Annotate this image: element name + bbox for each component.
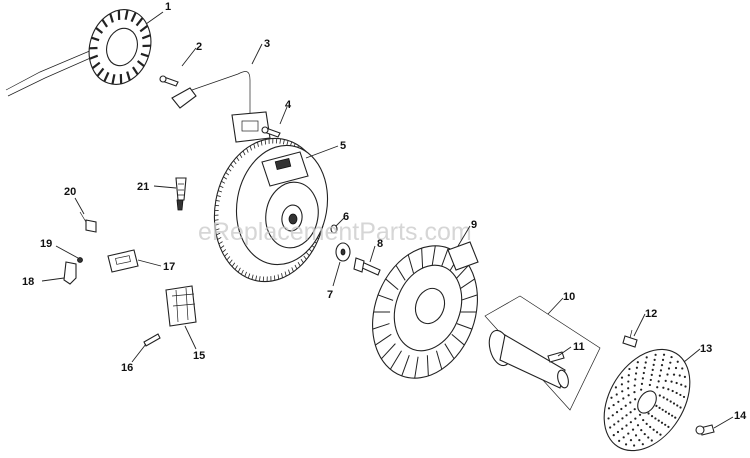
screw-part-16[interactable] (143, 333, 161, 347)
callout-18: 18 (22, 276, 34, 288)
terminal-clip-part[interactable] (63, 261, 77, 285)
callout-labels: 1 2 3 4 5 6 7 8 9 10 11 12 13 14 15 16 1… (22, 1, 747, 422)
debris-screen-part[interactable] (586, 334, 707, 458)
callout-9: 9 (471, 219, 477, 231)
callout-13: 13 (700, 343, 712, 355)
callout-11: 11 (573, 341, 585, 353)
callout-21: 21 (137, 181, 149, 193)
callout-2: 2 (196, 41, 202, 53)
stator-part[interactable] (5, 2, 160, 97)
callout-15: 15 (193, 350, 205, 362)
callout-5: 5 (340, 140, 346, 152)
washer-part-7[interactable] (335, 242, 351, 262)
callout-20: 20 (64, 186, 76, 198)
callout-16: 16 (121, 362, 133, 374)
leader-lines (41, 11, 734, 429)
callout-14: 14 (734, 410, 747, 422)
bolt-part-8[interactable] (353, 257, 381, 276)
screw-part-4[interactable] (261, 126, 281, 138)
pad-part[interactable] (107, 249, 139, 273)
callout-10: 10 (563, 291, 575, 303)
screw-part-14[interactable] (695, 424, 715, 436)
nut-part-19[interactable] (77, 257, 83, 263)
spark-plug-part[interactable] (175, 177, 187, 211)
bolt-part-12[interactable] (622, 329, 638, 348)
callout-7: 7 (327, 289, 333, 301)
connector-part[interactable] (79, 211, 97, 233)
callout-1: 1 (165, 1, 171, 13)
callout-19: 19 (40, 238, 52, 250)
callout-3: 3 (264, 38, 270, 50)
cooling-fan-part[interactable] (355, 231, 495, 393)
callout-4: 4 (285, 99, 292, 111)
callout-17: 17 (163, 261, 175, 273)
rectifier-part[interactable] (165, 285, 197, 327)
callout-12: 12 (645, 308, 657, 320)
flywheel-part[interactable] (203, 130, 336, 291)
ignition-module-part[interactable] (171, 71, 271, 143)
washer-part-6[interactable] (330, 224, 338, 234)
watermark-text: eReplacementParts.com (198, 218, 472, 246)
hub-shaft-assembly-part[interactable] (484, 295, 601, 411)
screw-part[interactable] (159, 75, 179, 87)
callout-8: 8 (377, 238, 383, 250)
callout-6: 6 (343, 211, 349, 223)
